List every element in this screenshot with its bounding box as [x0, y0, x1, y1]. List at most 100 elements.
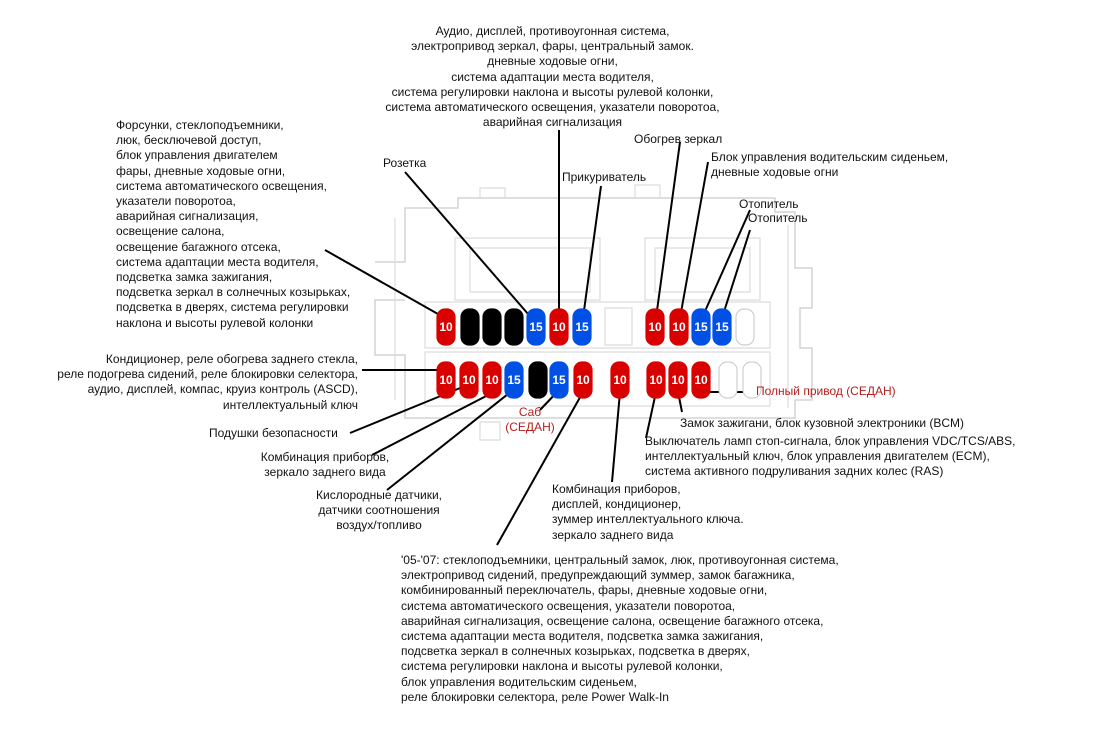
- fuse-body: [712, 308, 732, 346]
- fuse-rating: 10: [671, 373, 685, 387]
- fuse-top-10: 15: [691, 308, 711, 346]
- fuse-rating: 15: [507, 373, 521, 387]
- label-line: воздух/топливо: [336, 518, 422, 533]
- label-line: (СЕДАН): [505, 420, 555, 435]
- fuse-rating: 15: [575, 320, 589, 334]
- label-line: дневные ходовые огни: [711, 165, 839, 180]
- fuse-bottom-11: 10: [691, 361, 711, 399]
- label-line: освещение багажного отсека,: [116, 239, 281, 254]
- label-line: Выключатель ламп стоп-сигнала, блок упра…: [645, 434, 1016, 448]
- label-line: система автоматического освещения,: [116, 178, 327, 193]
- label-driver-seat: Блок управления водительским сиденьем,дн…: [711, 150, 948, 180]
- fuse-rating: 10: [672, 320, 686, 334]
- label-line: '05-'07: стеклоподъемники, центральный з…: [401, 553, 839, 567]
- label-line: подсветка зеркал в солнечных козырьках,: [116, 285, 351, 300]
- fuse-rating: 10: [462, 373, 476, 387]
- label-line: электропривод зеркал, фары, центральный …: [411, 39, 694, 54]
- leader-heater1: [701, 209, 751, 319]
- fuse-body: [669, 308, 689, 346]
- label-awd: Полный привод (СЕДАН): [756, 384, 896, 399]
- fuse-bottom-12: [718, 361, 738, 399]
- fuse-rating: 10: [613, 373, 627, 387]
- fuse-rating: 15: [552, 373, 566, 387]
- fuse-body: [718, 361, 738, 399]
- fuse-rating: 15: [529, 320, 543, 334]
- label-line: блок управления двигателем: [116, 148, 278, 163]
- label-line: Прикуриватель: [562, 170, 647, 184]
- label-line: подсветка зеркал в солнечных козырьках, …: [401, 644, 750, 659]
- label-line: интеллектуальный ключ, блок управления д…: [645, 449, 990, 464]
- label-cluster-mirror: Комбинация приборов,зеркало заднего вида: [250, 450, 400, 480]
- label-line: зуммер интеллектуального ключа.: [552, 512, 744, 527]
- label-brake: Выключатель ламп стоп-сигнала, блок упра…: [645, 434, 1016, 480]
- label-line: электропривод сидений, предупреждающий з…: [401, 568, 795, 583]
- label-injectors: Форсунки, стеклоподъемники,люк, бесключе…: [116, 118, 350, 331]
- label-line: аудио, дисплей, компас, круиз контроль (…: [87, 382, 358, 397]
- fuse-body: [646, 361, 666, 399]
- leader-mirror-heat: [655, 141, 681, 319]
- label-line: зеркало заднего вида: [552, 527, 674, 542]
- fuse-bottom-1: 10: [436, 361, 456, 399]
- label-line: аварийная сигнализация,: [116, 209, 259, 224]
- label-mirror-heat: Обогрев зеркал: [634, 132, 722, 147]
- fuse-body: [735, 308, 755, 346]
- label-line: наклона и высоты рулевой колонки: [116, 315, 314, 330]
- label-line: система регулировки наклона и высоты рул…: [391, 84, 714, 99]
- label-line: Аудио, дисплей, противоугонная система,: [435, 24, 670, 38]
- fuse-rating: 10: [485, 373, 499, 387]
- label-line: Полный привод (СЕДАН): [756, 384, 896, 398]
- fuse-body: [504, 361, 524, 399]
- label-line: Отопитель: [748, 211, 808, 225]
- label-line: система автоматического освещения, указа…: [385, 100, 720, 115]
- fuse-body: [668, 361, 688, 399]
- fuse-body: [691, 308, 711, 346]
- fuse-rating: 10: [439, 373, 453, 387]
- fuse-bottom-5: [528, 361, 548, 399]
- fuse-body: [742, 361, 762, 399]
- label-line: Розетка: [383, 156, 427, 170]
- label-line: блок управления водительским сиденьем,: [401, 674, 637, 689]
- leader-lighter: [582, 185, 602, 319]
- leader-windows0507: [496, 391, 584, 546]
- fuse-body: [610, 361, 630, 399]
- label-line: указатели поворотоа,: [116, 194, 236, 209]
- leader-driver-seat: [679, 161, 709, 319]
- label-line: Подушки безопасности: [209, 426, 338, 440]
- label-line: Замок зажигани, блок кузовной электроник…: [680, 416, 965, 430]
- fuse-top-5: 15: [526, 308, 546, 346]
- label-socket: Розетка: [383, 156, 426, 171]
- leader-socket: [404, 171, 536, 323]
- label-lighter: Прикуриватель: [562, 170, 646, 185]
- label-line: Блок управления водительским сиденьем,: [711, 150, 949, 164]
- label-line: Комбинация приборов,: [260, 450, 390, 464]
- label-airbags: Подушки безопасности: [209, 426, 338, 441]
- fuse-body: [482, 308, 502, 346]
- fuse-top-11: 15: [712, 308, 732, 346]
- fuse-body: [482, 361, 502, 399]
- fuse-top-4: [504, 308, 524, 346]
- label-line: дисплей, кондиционер,: [552, 497, 682, 512]
- fuse-rating: 10: [552, 320, 566, 334]
- label-line: Комбинация приборов,: [552, 482, 681, 496]
- leader-oxygen: [386, 389, 514, 491]
- label-line: система регулировки наклона и высоты рул…: [401, 659, 723, 674]
- fuse-body: [436, 361, 456, 399]
- fuse-bottom-4: 15: [504, 361, 524, 399]
- leader-injectors: [324, 249, 446, 319]
- fuse-body: [549, 308, 569, 346]
- fuse-body: [526, 308, 546, 346]
- label-heater2: Отопитель: [748, 211, 807, 226]
- fuse-body: [528, 361, 548, 399]
- fuse-bottom-10: 10: [668, 361, 688, 399]
- label-line: система адаптации места водителя, подсве…: [401, 629, 764, 644]
- fuse-body: [572, 308, 592, 346]
- label-line: реле блокировки селектора, реле Power Wa…: [401, 689, 669, 704]
- label-line: система адаптации места водителя,: [116, 254, 319, 269]
- label-line: освещение салона,: [116, 224, 225, 239]
- label-line: фары, дневные ходовые огни,: [116, 163, 286, 178]
- label-line: подсветка замка зажигания,: [116, 270, 273, 285]
- label-line: подсветка в дверях, система регулировки: [116, 300, 349, 315]
- fuse-top-12: [735, 308, 755, 346]
